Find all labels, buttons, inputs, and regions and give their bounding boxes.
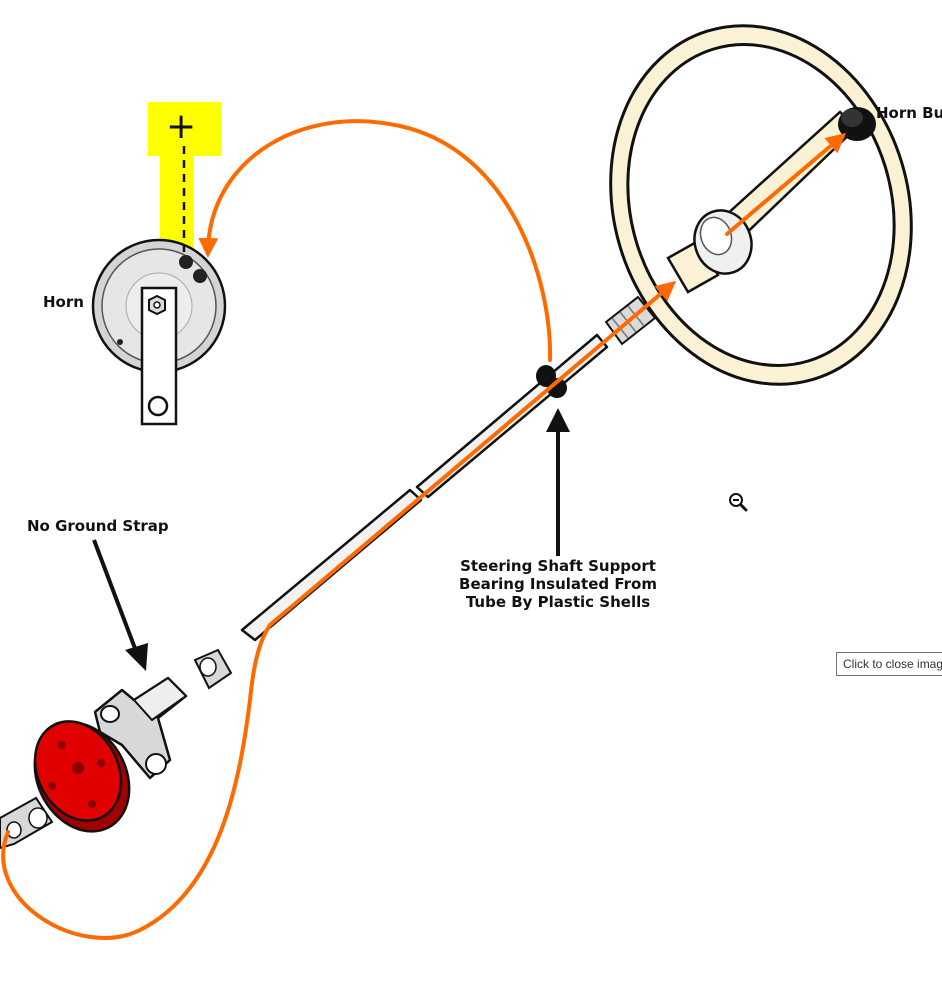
coupler-parts [93,648,233,780]
bearing-label-line1: Steering Shaft Support [460,557,656,575]
steering-box-coupler [0,796,54,850]
close-image-tooltip[interactable]: Click to close imag [836,652,942,676]
positive-sign: + [166,106,197,147]
horn [91,238,227,426]
label-arrows [92,408,570,671]
horn-button [838,107,876,141]
current-path [1,119,847,940]
horn-button-label: Horn Bu [876,104,942,122]
positive-highlight [148,102,221,278]
zoom-out-icon[interactable] [727,491,749,513]
no-ground-strap-label: No Ground Strap [27,517,169,535]
bearing-label-line2: Bearing Insulated From [459,575,657,593]
horn-label: Horn [43,293,84,311]
bearing-label: Steering Shaft Support Bearing Insulated… [448,557,668,611]
support-bearing [536,365,567,398]
red-rag-joint [33,720,131,833]
bearing-label-line3: Tube By Plastic Shells [465,593,651,611]
